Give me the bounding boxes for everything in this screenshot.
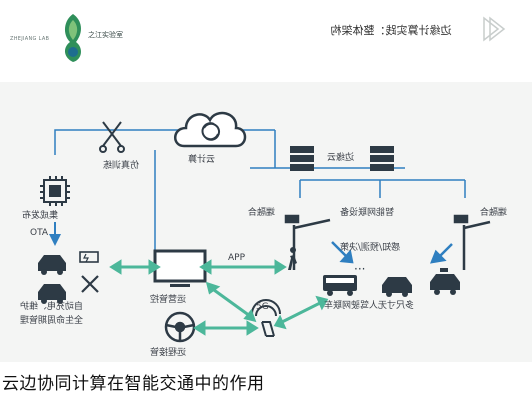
label-remote: 远程接管 — [150, 348, 187, 358]
label-rsu-mid: 智能网联设备 — [340, 208, 395, 218]
label-edge-cloud: 边缘云 — [327, 153, 355, 163]
chip-icon — [40, 176, 70, 206]
taxi-icon — [430, 268, 460, 295]
car-icon-left — [38, 255, 66, 304]
edge-server-icon — [290, 146, 394, 171]
tools-icon — [99, 121, 125, 153]
header-bar — [0, 0, 532, 82]
label-5g: 5G — [256, 302, 269, 312]
bus-icon — [323, 275, 357, 296]
cloud-icon — [174, 111, 247, 148]
label-perception: 感知/预测/决策 — [340, 243, 401, 253]
label-rsu-left: 端融合 — [248, 208, 276, 218]
figure-caption: 云边协同计算在智能交通中的作用 — [2, 374, 265, 394]
label-unmanned: 多尺寸无人驾驶网联车 — [324, 301, 415, 311]
car-icon — [382, 277, 412, 297]
pedestrian-icon — [288, 247, 297, 270]
cell-tower-icon — [251, 299, 281, 337]
logo-name-en: ZHEJIANG LAB — [10, 36, 50, 42]
label-lifecycle: 自动充电、维护 全生命周期管理 — [20, 302, 84, 326]
steering-wheel-icon — [164, 311, 196, 343]
wrench-icon — [81, 275, 99, 293]
zhejiang-lab-logo — [64, 14, 82, 62]
monitor-icon — [153, 249, 207, 287]
label-cloud: 云计算 — [188, 155, 216, 165]
label-sim-train: 仿真训练 — [103, 161, 140, 171]
svg-text:···: ··· — [354, 262, 365, 276]
battery-icon — [79, 251, 99, 263]
play-arrows-icon — [483, 16, 506, 42]
label-ops: 运营管控 — [150, 295, 187, 305]
logo-name-cn: 之江实验室 — [88, 31, 123, 39]
roadside-camera-right — [453, 214, 491, 270]
architecture-diagram: ··· — [38, 111, 491, 343]
label-rsu-right: 端融合 — [480, 208, 508, 218]
label-integration: 集成发布 — [22, 211, 59, 221]
label-app: APP — [228, 253, 246, 263]
label-ota: OTA — [30, 228, 49, 238]
